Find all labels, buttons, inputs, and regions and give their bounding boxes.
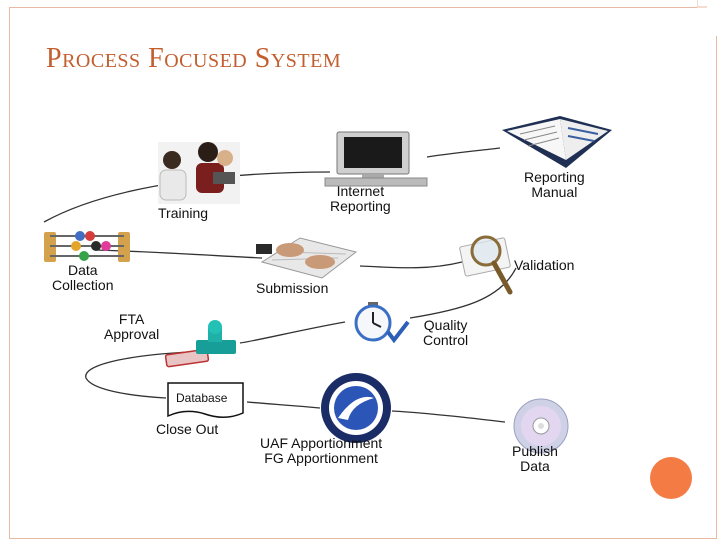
stopwatch-icon (354, 302, 410, 344)
reporting-manual-label: Reporting Manual (524, 169, 585, 200)
slide-frame (9, 7, 717, 539)
publish-data-label: Publish Data (512, 443, 558, 474)
open-binder-icon (502, 116, 612, 168)
internet-reporting-label: Internet Reporting (330, 183, 391, 214)
approval-stamp-icon (164, 320, 236, 368)
keyboard-typing-icon (256, 237, 358, 279)
dot-seal-icon (321, 373, 391, 443)
slide-title: Process Focused System (46, 43, 342, 74)
training-label: Training (158, 205, 209, 221)
database-document-icon (167, 382, 244, 418)
database-box-text: Database (176, 391, 228, 405)
close-out-label: Close Out (156, 421, 219, 437)
people-at-computer-icon (158, 142, 240, 204)
computer-monitor-icon (324, 131, 428, 187)
cd-disc-icon (513, 398, 569, 454)
next-slide-circle[interactable] (650, 457, 692, 499)
apportionment-label: UAF Apportionment FG Apportionment (260, 435, 383, 466)
quality-control-label: Quality Control (423, 317, 469, 348)
abacus-icon (44, 231, 130, 262)
data-collection-label: Data Collection (52, 262, 114, 293)
magnifying-glass-icon (459, 235, 513, 295)
fta-approval-label: FTA Approval (104, 311, 160, 342)
validation-label: Validation (514, 257, 575, 273)
corner-tab (697, 0, 717, 36)
submission-label: Submission (256, 280, 329, 296)
